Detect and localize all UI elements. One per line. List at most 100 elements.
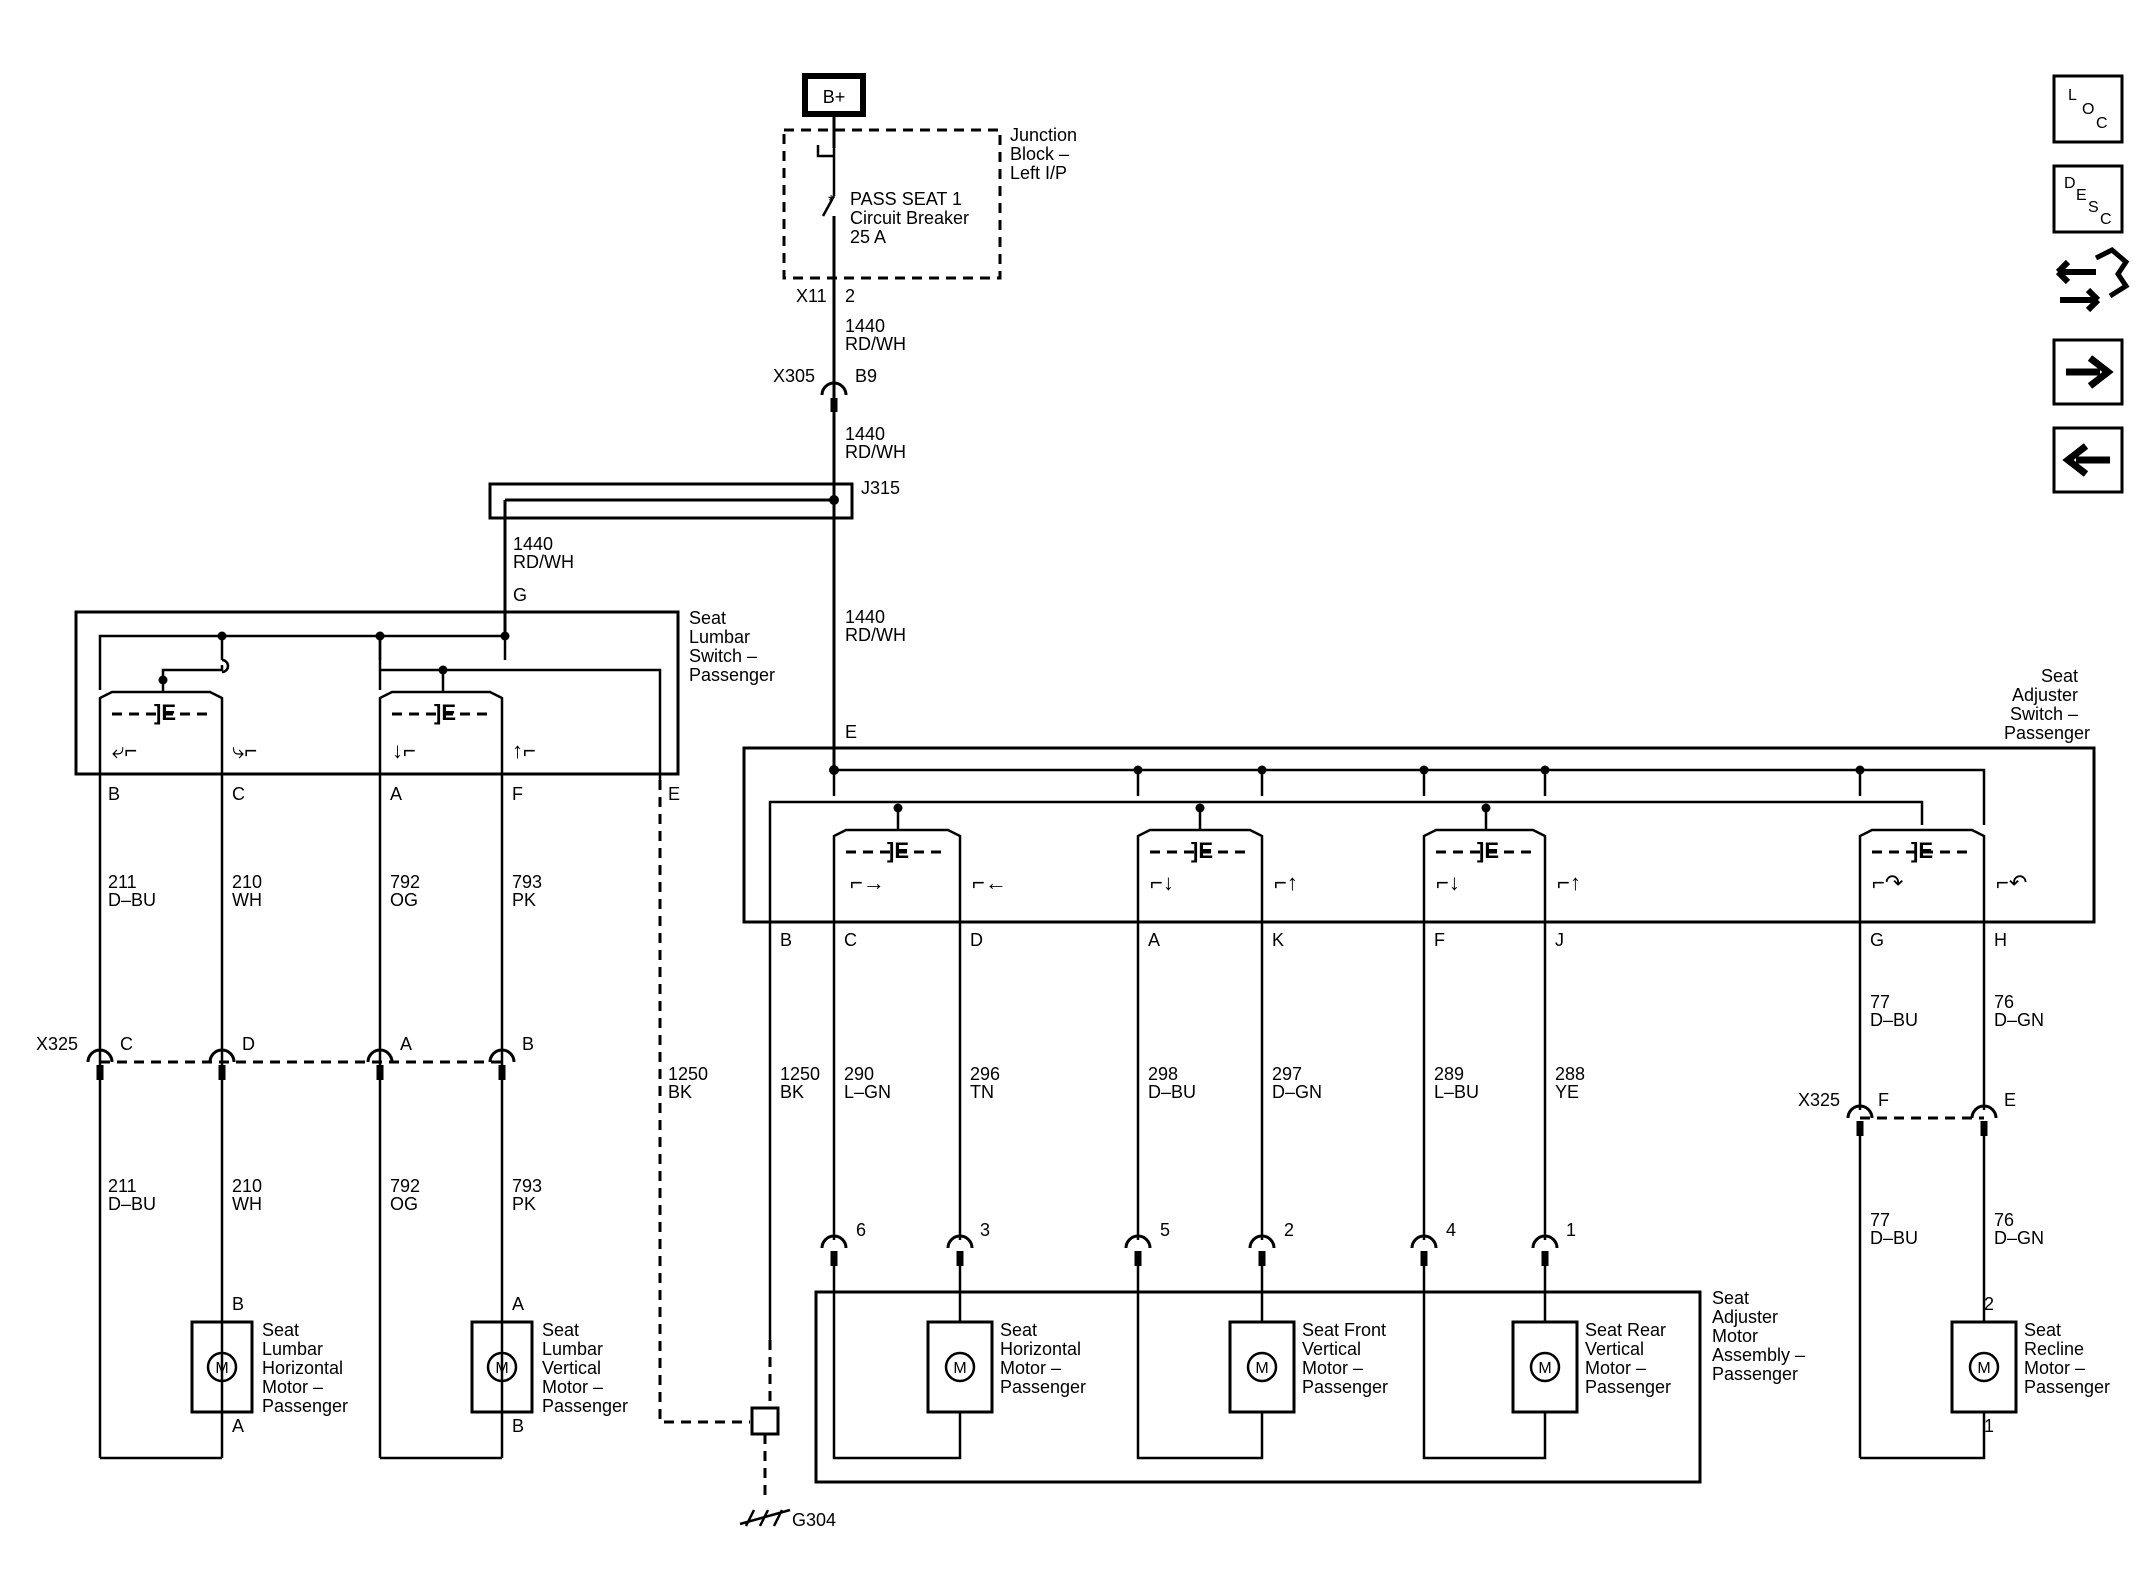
svg-text:]E: ]E	[1477, 838, 1499, 863]
svg-text:Motor –: Motor –	[1000, 1358, 1061, 1378]
svg-text:Seat: Seat	[1712, 1288, 1749, 1308]
svg-text:Vertical: Vertical	[1302, 1339, 1361, 1359]
svg-text:X325: X325	[36, 1034, 78, 1054]
svg-text:Seat Rear: Seat Rear	[1585, 1320, 1666, 1340]
svg-text:WH: WH	[232, 1194, 262, 1214]
svg-text:Lumbar: Lumbar	[689, 627, 750, 647]
svg-text:210: 210	[232, 1176, 262, 1196]
svg-text:1250: 1250	[668, 1064, 708, 1084]
svg-text:Seat: Seat	[2041, 666, 2078, 686]
svg-text:Horizontal: Horizontal	[1000, 1339, 1081, 1359]
seat-recline-motor: M 2 1 Seat Recline Motor – Passenger	[1950, 1294, 2110, 1436]
svg-text:1440: 1440	[845, 424, 885, 444]
connector-x11: X11	[796, 286, 827, 306]
svg-text:Passenger: Passenger	[262, 1396, 348, 1416]
svg-text:25 A: 25 A	[850, 227, 886, 247]
adjuster-switch-contacts: ]E ]E ]E ]E	[832, 803, 1986, 863]
svg-text:2: 2	[1284, 1220, 1294, 1240]
svg-text:D–BU: D–BU	[108, 890, 156, 910]
arrow-right-icon[interactable]	[2052, 338, 2124, 406]
svg-text:S: S	[2088, 199, 2099, 216]
svg-text:793: 793	[512, 872, 542, 892]
svg-text:BK: BK	[668, 1082, 692, 1102]
svg-text:C: C	[120, 1034, 133, 1054]
svg-text:E: E	[668, 784, 680, 804]
svg-text:Passenger: Passenger	[2024, 1377, 2110, 1397]
svg-text:A: A	[400, 1034, 412, 1054]
adjuster-circuit-labels: 1250 BK 290 L–GN 296 TN 298 D–BU 297 D–G…	[780, 992, 2044, 1102]
svg-text:]E: ]E	[887, 838, 909, 863]
svg-text:B: B	[512, 1416, 524, 1436]
svg-text:Motor –: Motor –	[1585, 1358, 1646, 1378]
lumbar-horizontal-motor: M B A Seat Lumbar Horizontal Motor – Pas…	[190, 1294, 348, 1436]
svg-text:5: 5	[1160, 1220, 1170, 1240]
svg-text:1440: 1440	[845, 316, 885, 336]
svg-text:Left I/P: Left I/P	[1010, 163, 1067, 183]
svg-text:6: 6	[856, 1220, 866, 1240]
svg-text:Seat: Seat	[262, 1320, 299, 1340]
svg-text:E: E	[845, 722, 857, 742]
svg-text:Block –: Block –	[1010, 144, 1069, 164]
arrow-left-icon[interactable]	[2052, 426, 2124, 494]
motor-icon: M	[953, 1360, 966, 1377]
svg-text:D–GN: D–GN	[1994, 1228, 2044, 1248]
adjuster-switch: Seat Adjuster Switch – Passenger E ]E ]	[742, 666, 2096, 950]
svg-text:C: C	[2096, 115, 2108, 132]
svg-text:1250: 1250	[780, 1064, 820, 1084]
svg-text:]E: ]E	[434, 700, 456, 725]
svg-text:793: 793	[512, 1176, 542, 1196]
lumbar-circuit-labels-upper: 211 D–BU 210 WH 792 OG 793 PK	[108, 872, 542, 910]
svg-text:D–BU: D–BU	[1148, 1082, 1196, 1102]
circuit-breaker-icon: *	[816, 145, 836, 278]
svg-text:D–GN: D–GN	[1994, 1010, 2044, 1030]
svg-text:A: A	[512, 1294, 524, 1314]
svg-text:Assembly –: Assembly –	[1712, 1345, 1805, 1365]
svg-text:TN: TN	[970, 1082, 994, 1102]
svg-text:297: 297	[1272, 1064, 1302, 1084]
svg-text:Motor –: Motor –	[542, 1377, 603, 1397]
svg-text:Circuit Breaker: Circuit Breaker	[850, 208, 969, 228]
seat-rearward-icon: ⌐←	[972, 870, 1007, 895]
svg-text:]E: ]E	[1191, 838, 1213, 863]
connector-icon[interactable]	[2055, 247, 2130, 313]
lumbar-switch: G Seat Lumbar Switch – Passenger ]E ]E ⤶…	[74, 585, 775, 1458]
svg-text:Passenger: Passenger	[689, 665, 775, 685]
svg-text:B: B	[108, 784, 120, 804]
seat-rear-vertical-motor: M Seat Rear Vertical Motor – Passenger	[1511, 1320, 1671, 1414]
svg-text:G: G	[1870, 930, 1884, 950]
svg-text:D: D	[2064, 175, 2076, 192]
svg-text:]E: ]E	[154, 700, 176, 725]
svg-text:J: J	[1555, 930, 1564, 950]
svg-text:792: 792	[390, 1176, 420, 1196]
svg-text:J315: J315	[861, 478, 900, 498]
nav-loc-button[interactable]: L O C	[2052, 74, 2124, 144]
svg-text:B: B	[780, 930, 792, 950]
svg-text:210: 210	[232, 872, 262, 892]
svg-text:H: H	[1994, 930, 2007, 950]
seat-down-icon: ↓⌐	[392, 738, 416, 763]
battery-positive: B+	[802, 73, 866, 117]
bus-hops	[832, 770, 1862, 796]
svg-text:76: 76	[1994, 992, 2014, 1012]
svg-text:L–BU: L–BU	[1434, 1082, 1479, 1102]
svg-text:Switch –: Switch –	[2010, 704, 2078, 724]
svg-text:X305: X305	[773, 366, 815, 386]
svg-text:X325: X325	[1798, 1090, 1840, 1110]
svg-text:Seat: Seat	[542, 1320, 579, 1340]
nav-desc-button[interactable]: D E S C	[2052, 164, 2124, 234]
svg-text:OG: OG	[390, 1194, 418, 1214]
recline-back-icon: ⌐↷	[1872, 870, 1903, 895]
svg-text:Junction: Junction	[1010, 125, 1077, 145]
svg-text:RD/WH: RD/WH	[513, 552, 574, 572]
svg-text:1: 1	[1566, 1220, 1576, 1240]
svg-text:Seat Front: Seat Front	[1302, 1320, 1386, 1340]
svg-text:Horizontal: Horizontal	[262, 1358, 343, 1378]
svg-text:G: G	[513, 585, 527, 605]
svg-text:Recline: Recline	[2024, 1339, 2084, 1359]
recline-forward-icon: ⌐↶	[1996, 870, 2027, 895]
motor-icon: M	[495, 1360, 508, 1377]
svg-text:Lumbar: Lumbar	[542, 1339, 603, 1359]
svg-text:Motor –: Motor –	[2024, 1358, 2085, 1378]
svg-text:Passenger: Passenger	[2004, 723, 2090, 743]
